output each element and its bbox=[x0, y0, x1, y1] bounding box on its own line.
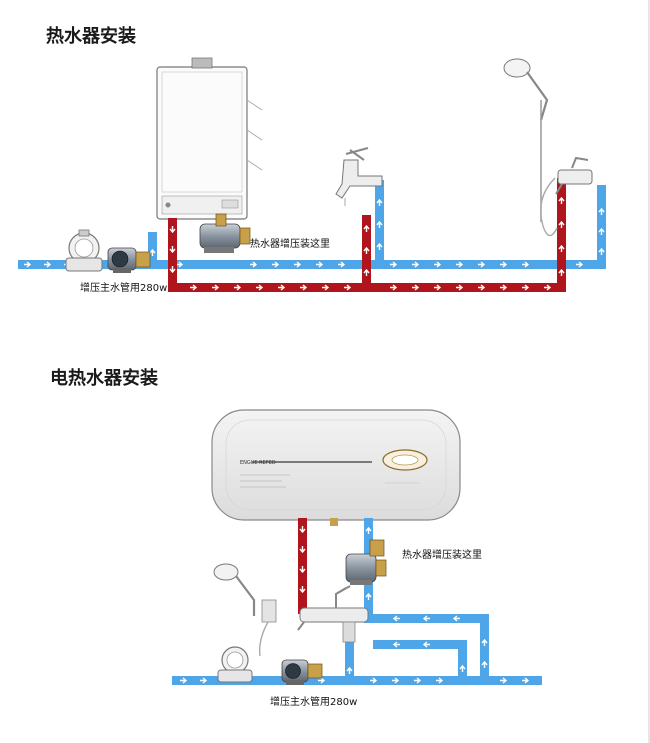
water-meter-icon bbox=[65, 229, 103, 272]
booster-pump-icon bbox=[107, 247, 151, 273]
shower-head-icon bbox=[213, 563, 277, 657]
booster-pump-icon bbox=[281, 659, 323, 685]
cold-flow-arrows bbox=[24, 198, 605, 268]
tank-brand-text: ENGUE REFED bbox=[240, 460, 276, 466]
section-title-electric-heater: 电热水器安装 bbox=[50, 368, 158, 389]
page-edge bbox=[648, 0, 650, 743]
gas-water-heater-icon bbox=[156, 57, 263, 220]
hot-flow-arrows bbox=[299, 526, 306, 594]
cold-water-main-pipe bbox=[18, 180, 606, 269]
faucet-icon bbox=[335, 147, 383, 206]
mixer-valve-icon bbox=[555, 156, 593, 195]
electric-water-heater-icon bbox=[211, 409, 461, 526]
main-pump-label: 增压主水管用280w bbox=[270, 697, 358, 708]
booster-pump-icon bbox=[199, 213, 251, 253]
mixer-valve-icon bbox=[297, 585, 369, 643]
main-pump-label: 增压主水管用280w bbox=[80, 283, 168, 294]
booster-location-label: 热水器增压装这里 bbox=[250, 239, 330, 250]
booster-location-label: 热水器增压装这里 bbox=[402, 550, 482, 561]
shower-head-icon bbox=[503, 58, 558, 237]
water-meter-icon bbox=[217, 646, 253, 683]
booster-pump-icon bbox=[345, 539, 387, 585]
hot-flow-arrows bbox=[169, 196, 565, 291]
section-title-gas-heater: 热水器安装 bbox=[46, 26, 136, 47]
